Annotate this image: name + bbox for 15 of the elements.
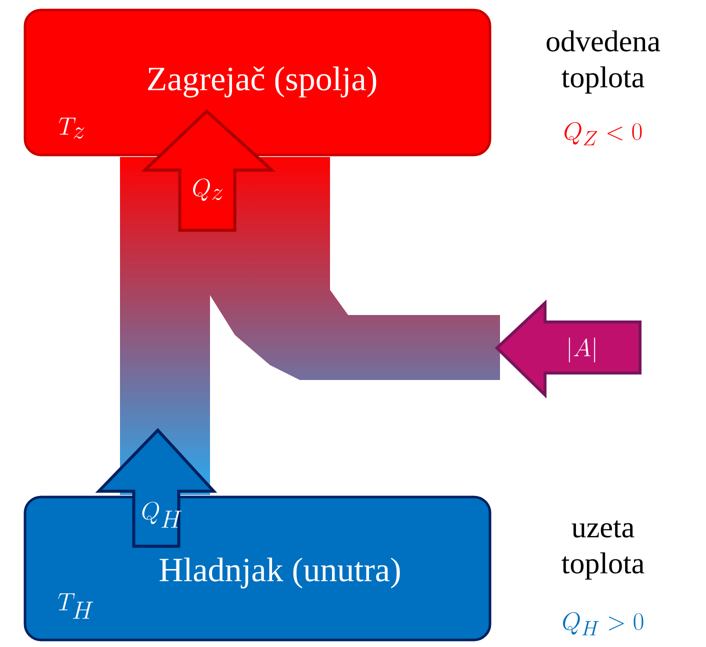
reservoir-box [24,496,492,642]
edge-label: $Q_H$ [142,502,182,528]
side-formula: $Q_Z < 0$ [564,122,642,146]
box-label: $T_z$ [59,118,84,139]
side-note: uzeta toplota [562,520,644,580]
side-note: odvedena toplota [546,30,660,94]
side-formula: $Q_H > 0$ [563,612,644,636]
block-arrow [95,428,218,548]
box-label: Hladnjak (unutra) [160,558,400,588]
reservoir-box [24,8,492,156]
flow-band [120,157,500,495]
box-label: Zagrejač (spolja) [148,66,376,98]
edge-label: $Q_z$ [193,178,223,201]
block-arrow [141,109,276,232]
box-label: $T_H$ [58,593,94,619]
